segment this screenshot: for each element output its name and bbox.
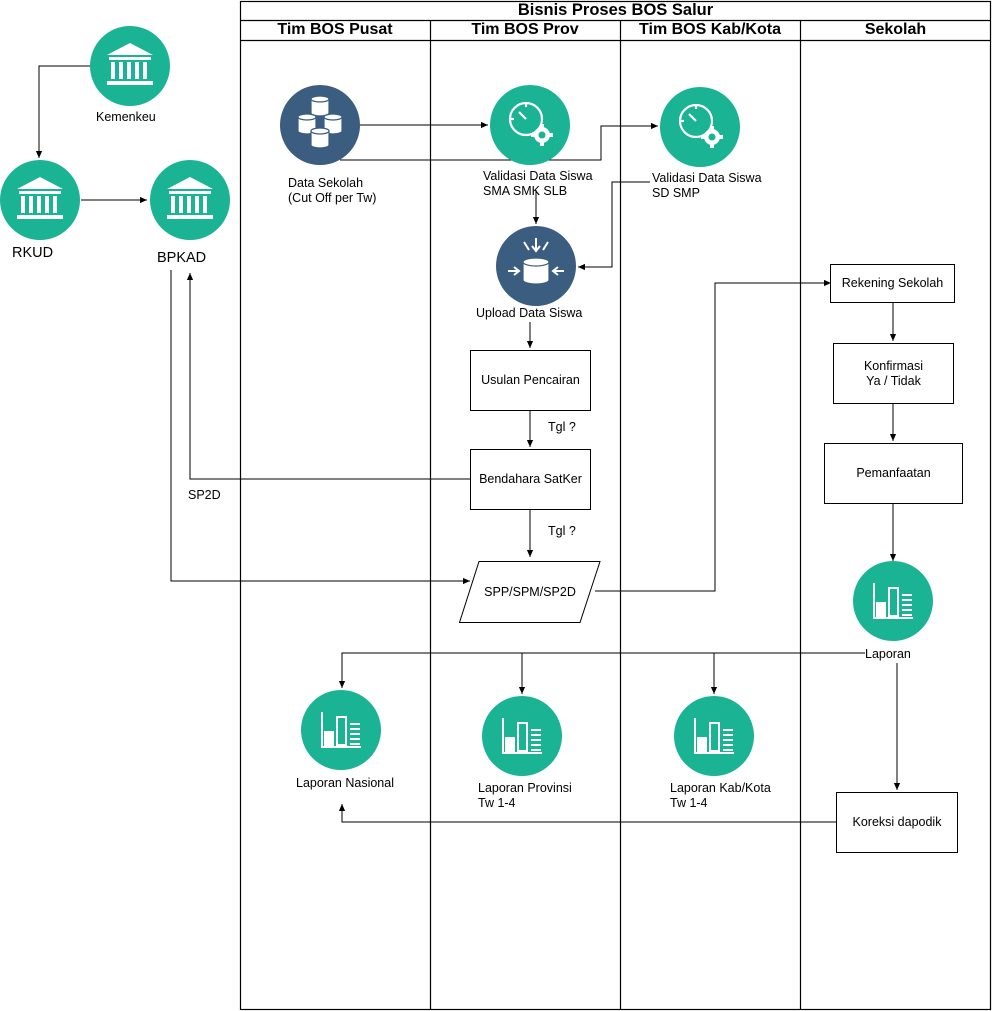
spp-spm-sp2d-document: SPP/SPM/SP2D: [459, 561, 601, 623]
bar-chart-icon: [853, 561, 933, 641]
bendahara-satker-box: Bendahara SatKer: [470, 449, 591, 510]
database-cluster-icon: [280, 85, 360, 165]
laporan-label: Laporan: [865, 647, 911, 661]
upload-label: Upload Data Siswa: [476, 306, 583, 320]
bar-chart-icon: [482, 696, 562, 776]
pemanfaatan-box: Pemanfaatan: [824, 443, 963, 504]
database-import-icon: [496, 226, 576, 306]
kemenkeu-label: Kemenkeu: [96, 110, 156, 124]
spp-spm-sp2d-label: SPP/SPM/SP2D: [484, 585, 576, 599]
lane-header-sekolah: Sekolah: [864, 21, 927, 38]
validasi-kab-label: Validasi Data Siswa SD SMP: [652, 171, 762, 200]
data-sekolah-label: Data Sekolah (Cut Off per Tw): [288, 176, 377, 205]
swimlane-pool: [239, 0, 992, 1011]
sp2d-label: SP2D: [188, 488, 221, 502]
bank-building-icon: [0, 160, 80, 240]
koreksi-dapodik-box: Koreksi dapodik: [836, 792, 958, 853]
bar-chart-icon: [301, 690, 381, 770]
laporan-kabkota-label: Laporan Kab/Kota Tw 1-4: [670, 781, 771, 810]
bar-chart-icon: [674, 696, 754, 776]
flow-connectors: [35, 65, 901, 823]
bpkad-label: BPKAD: [157, 250, 207, 266]
gauge-gear-icon: [660, 87, 740, 167]
tgl-label-1: Tgl ?: [548, 420, 576, 434]
tgl-label-2: Tgl ?: [548, 524, 576, 538]
rkud-label: RKUD: [12, 245, 54, 261]
laporan-provinsi-label: Laporan Provinsi Tw 1-4: [478, 781, 572, 810]
pool-title: Bisnis Proses BOS Salur: [517, 1, 714, 19]
gauge-gear-icon: [490, 85, 570, 165]
bank-building-icon: [90, 26, 170, 106]
rekening-sekolah-box: Rekening Sekolah: [830, 264, 955, 303]
validasi-prov-label: Validasi Data Siswa SMA SMK SLB: [483, 169, 593, 198]
lane-header-prov: Tim BOS Prov: [471, 21, 579, 38]
laporan-nasional-label: Laporan Nasional: [296, 776, 394, 790]
bank-building-icon: [150, 160, 230, 240]
konfirmasi-box: Konfirmasi Ya / Tidak: [833, 343, 954, 404]
usulan-pencairan-box: Usulan Pencairan: [470, 350, 591, 411]
lane-header-pusat: Tim BOS Pusat: [277, 21, 393, 38]
lane-header-kabkota: Tim BOS Kab/Kota: [639, 21, 781, 38]
